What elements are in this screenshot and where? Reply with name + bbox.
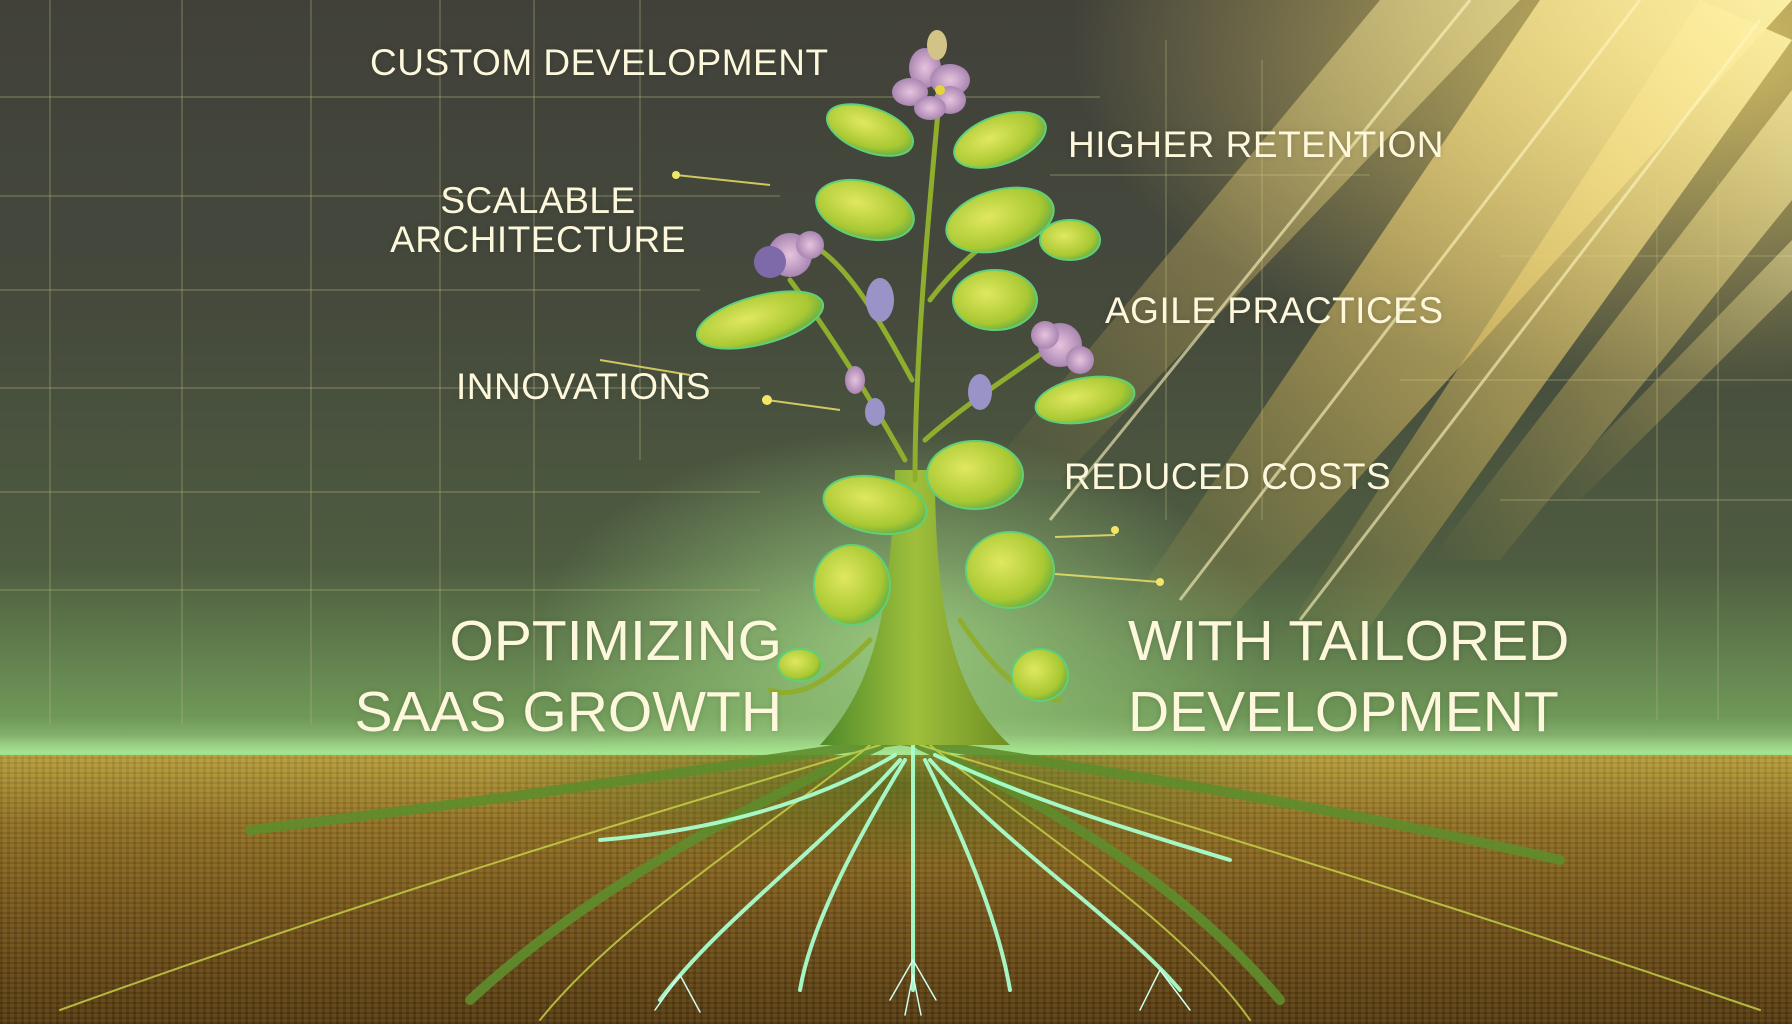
benefit-scalable-line-2: ARCHITECTURE <box>390 218 686 260</box>
grid-icon <box>0 0 1792 725</box>
light-rays-icon <box>980 0 1792 640</box>
headline-right: WITH TAILORED DEVELOPMENT <box>1128 606 1569 749</box>
benefit-scalable-architecture: SCALABLE ARCHITECTURE <box>388 180 688 260</box>
benefit-innovations: INNOVATIONS <box>456 366 711 407</box>
headline-left: OPTIMIZING SAAS GROWTH <box>300 606 782 749</box>
flower-icon <box>754 30 1094 426</box>
soil-ground <box>0 755 1792 1024</box>
benefit-agile-practices: AGILE PRACTICES <box>1105 290 1444 331</box>
benefit-custom-development: CUSTOM DEVELOPMENT <box>370 42 829 83</box>
headline-left-line-2: SAAS GROWTH <box>354 680 782 745</box>
benefit-higher-retention: HIGHER RETENTION <box>1068 124 1444 165</box>
benefit-scalable-line-1: SCALABLE <box>440 180 636 221</box>
benefit-reduced-costs: REDUCED COSTS <box>1064 456 1392 497</box>
headline-left-line-1: OPTIMIZING <box>449 609 782 673</box>
headline-right-line-2: DEVELOPMENT <box>1128 680 1559 745</box>
headline-right-line-1: WITH TAILORED <box>1128 609 1570 673</box>
